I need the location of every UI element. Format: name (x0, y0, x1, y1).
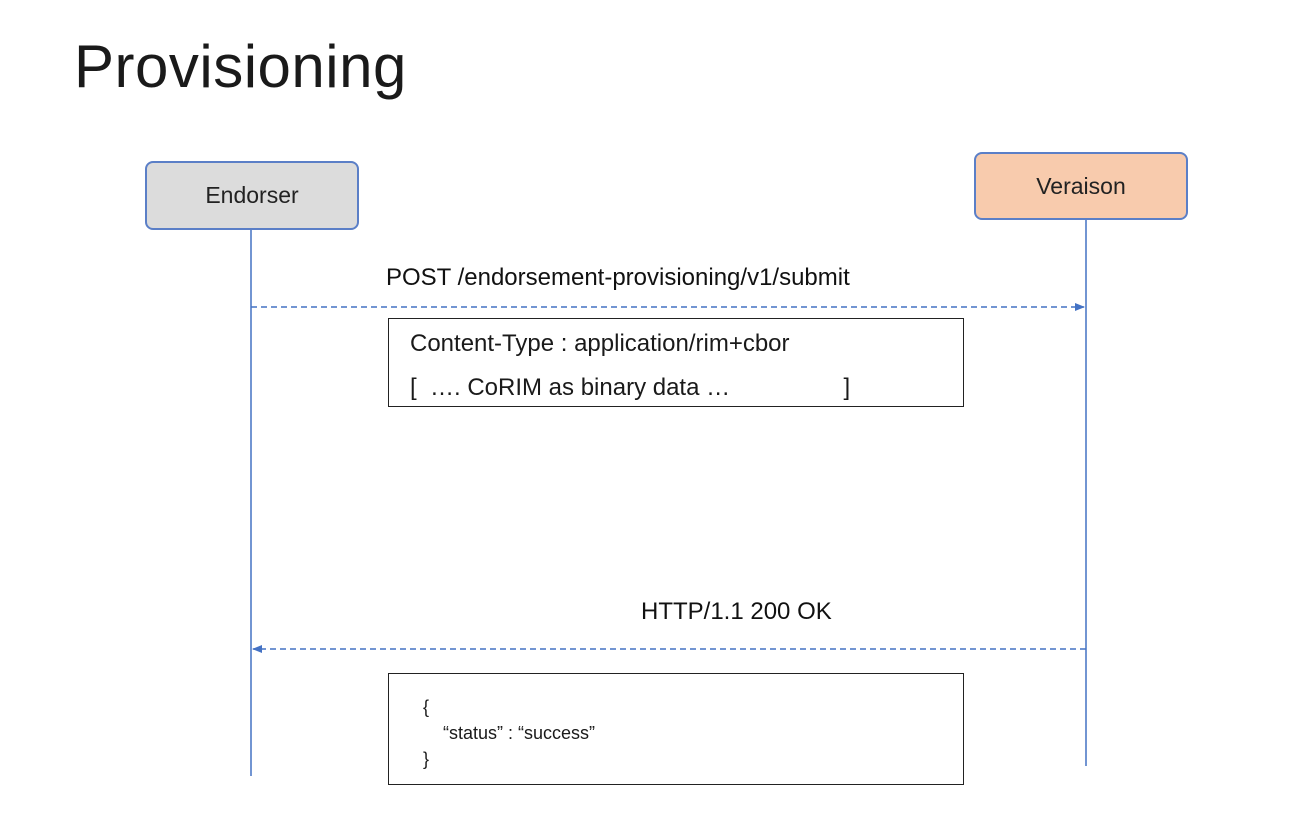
response-label: HTTP/1.1 200 OK (641, 598, 832, 625)
request-payload-line: Content-Type : application/rim+cbor (410, 330, 790, 357)
response-payload-line: } (423, 749, 430, 769)
request-label: POST /endorsement-provisioning/v1/submit (386, 264, 850, 291)
response-payload-line: “status” : “success” (423, 723, 596, 743)
slide-title: Provisioning (74, 33, 407, 100)
request-payload-box: Content-Type : application/rim+cbor [ ….… (388, 318, 964, 407)
endorser-label: Endorser (205, 182, 299, 208)
endorser-actor-box: Endorser (145, 161, 359, 230)
response-payload-line: { (423, 697, 430, 717)
request-payload-line: [ …. CoRIM as binary data … ] (410, 374, 851, 401)
veraison-actor-box: Veraison (974, 152, 1188, 220)
response-payload-box: { “status” : “success” } (388, 673, 964, 785)
veraison-label: Veraison (1036, 172, 1126, 199)
